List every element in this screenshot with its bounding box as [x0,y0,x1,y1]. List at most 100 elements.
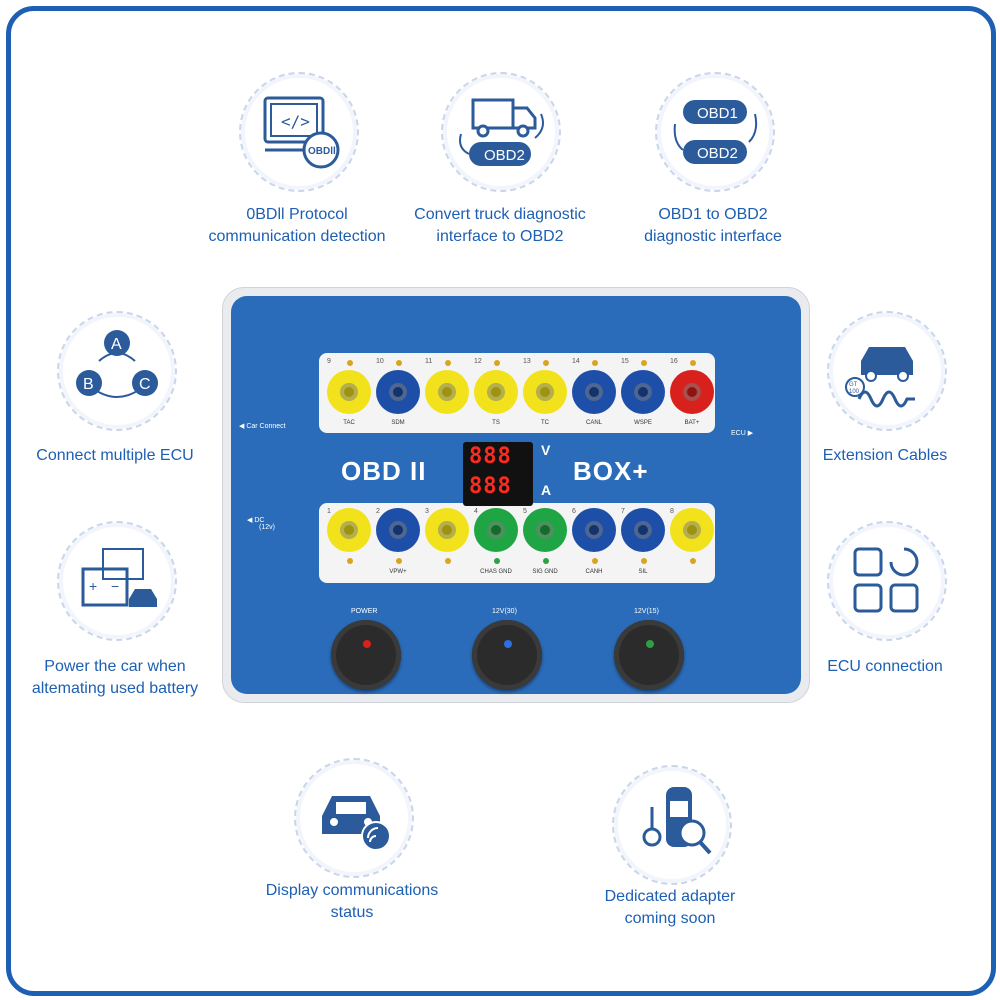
pin-label: SIL [638,569,648,575]
truck-obd2-icon: OBD2 [441,72,561,192]
banana-jack-11[interactable] [425,370,469,414]
pin-led [641,558,647,564]
car-cable-icon: GT 100 [827,311,947,431]
pin-led [396,558,402,564]
pin-led [445,558,451,564]
caption-power-car: Power the car when altemating used batte… [0,656,230,700]
caption-line: Power the car when [44,658,186,675]
battery-icon: + − [57,521,177,641]
pin-number: 11 [425,358,433,365]
device-title-right: BOX+ [573,456,649,486]
caption-line: OBD1 to OBD2 [658,206,768,223]
gt-number: 100 [849,389,860,395]
caption-display-status: Display communications status [237,880,467,924]
adapter-search-icon [612,765,732,885]
banana-jack-6[interactable] [572,508,616,552]
caption-line: status [330,904,374,921]
pin-led [543,558,549,564]
pin-number: 14 [572,358,580,365]
ecu-text: ECU [731,430,746,437]
pin-label: SDM [391,420,405,426]
banana-jack-5[interactable] [523,508,567,552]
caption-multi-ecu: Connect multiple ECU [0,445,230,467]
banana-jack-14[interactable] [572,370,616,414]
rocker-switch-3[interactable] [614,620,684,690]
unit-a: A [541,482,552,498]
pin-label: CHAS GND [480,569,512,575]
switch-lamp [363,640,371,648]
pin-label: WSPE [634,420,652,426]
pin-number: 5 [523,508,527,515]
pin-label: CANH [585,569,603,575]
car-signal-icon [294,758,414,878]
pin-led [347,558,353,564]
caption-line: Connect multiple ECU [36,447,194,464]
caption-extension-cables: Extension Cables [770,445,1000,467]
voltage-current-display: 888 888 [463,442,533,506]
banana-jack-7[interactable] [621,508,665,552]
pin-label: TS [492,420,500,426]
abc-b: B [83,376,94,393]
pin-led [592,558,598,564]
code-glyph: </> [281,112,310,131]
pin-led [347,360,353,366]
pin-led [690,360,696,366]
banana-jack-4[interactable] [474,508,518,552]
pin-number: 9 [327,358,331,365]
banana-jack-9[interactable] [327,370,371,414]
caption-truck-to-obd2: Convert truck diagnostic interface to OB… [385,204,615,248]
car-connect-label: ◀ Car Connect [239,423,286,430]
switch-label: POWER [351,608,378,615]
caption-obd1-to-obd2: OBD1 to OBD2 diagnostic interface [598,204,828,248]
pin-led [592,360,598,366]
caption-line: Dedicated adapter [604,888,736,905]
caption-line: Extension Cables [822,447,948,464]
switch-label: 12V(30) [492,608,517,615]
banana-jack-2[interactable] [376,508,420,552]
banana-jack-10[interactable] [376,370,420,414]
obd2-pill-text-b: OBD2 [697,145,738,162]
rocker-switch-2[interactable] [472,620,542,690]
abc-cycle-icon: A B C [57,311,177,431]
caption-line: communication detection [208,228,386,245]
caption-line: Convert truck diagnostic [414,206,586,223]
pin-label: VPW+ [389,569,407,575]
switch-lamp [504,640,512,648]
pin-number: 10 [376,358,384,365]
pin-number: 13 [523,358,531,365]
dc-label: ◀ DC(12v) [247,517,275,531]
banana-jack-1[interactable] [327,508,371,552]
pin-label: BAT+ [684,420,700,426]
dc-text: DC [254,517,265,524]
pin-label: CANL [585,420,602,426]
caption-ecu-connection: ECU connection [770,656,1000,678]
banana-jack-3[interactable] [425,508,469,552]
car-connect-text: Car Connect [246,423,286,430]
caption-line: diagnostic interface [644,228,782,245]
pin-number: 7 [621,508,625,515]
caption-dedicated-adapter: Dedicated adapter coming soon [555,886,785,930]
banana-jack-15[interactable] [621,370,665,414]
switch-lamp [646,640,654,648]
rocker-switch-1[interactable] [331,620,401,690]
svg-text:−: − [111,578,119,594]
obd1-obd2-icon: OBD1 OBD2 [655,72,775,192]
unit-v: V [541,442,551,458]
grid-icon [827,521,947,641]
banana-jack-16[interactable] [670,370,714,414]
current-readout: 888 [469,474,512,499]
ecu-label: ECU ▶ [731,430,754,437]
banana-jack-8[interactable] [670,508,714,552]
abc-c: C [139,376,151,393]
pin-number: 6 [572,508,576,515]
pin-label: TAC [343,420,355,426]
banana-jack-12[interactable] [474,370,518,414]
voltage-readout: 888 [469,444,512,469]
banana-jack-13[interactable] [523,370,567,414]
pin-number: 12 [474,358,482,365]
pin-label: TC [541,420,549,426]
obd-code-icon: </> OBDll [239,72,359,192]
pin-led [445,360,451,366]
